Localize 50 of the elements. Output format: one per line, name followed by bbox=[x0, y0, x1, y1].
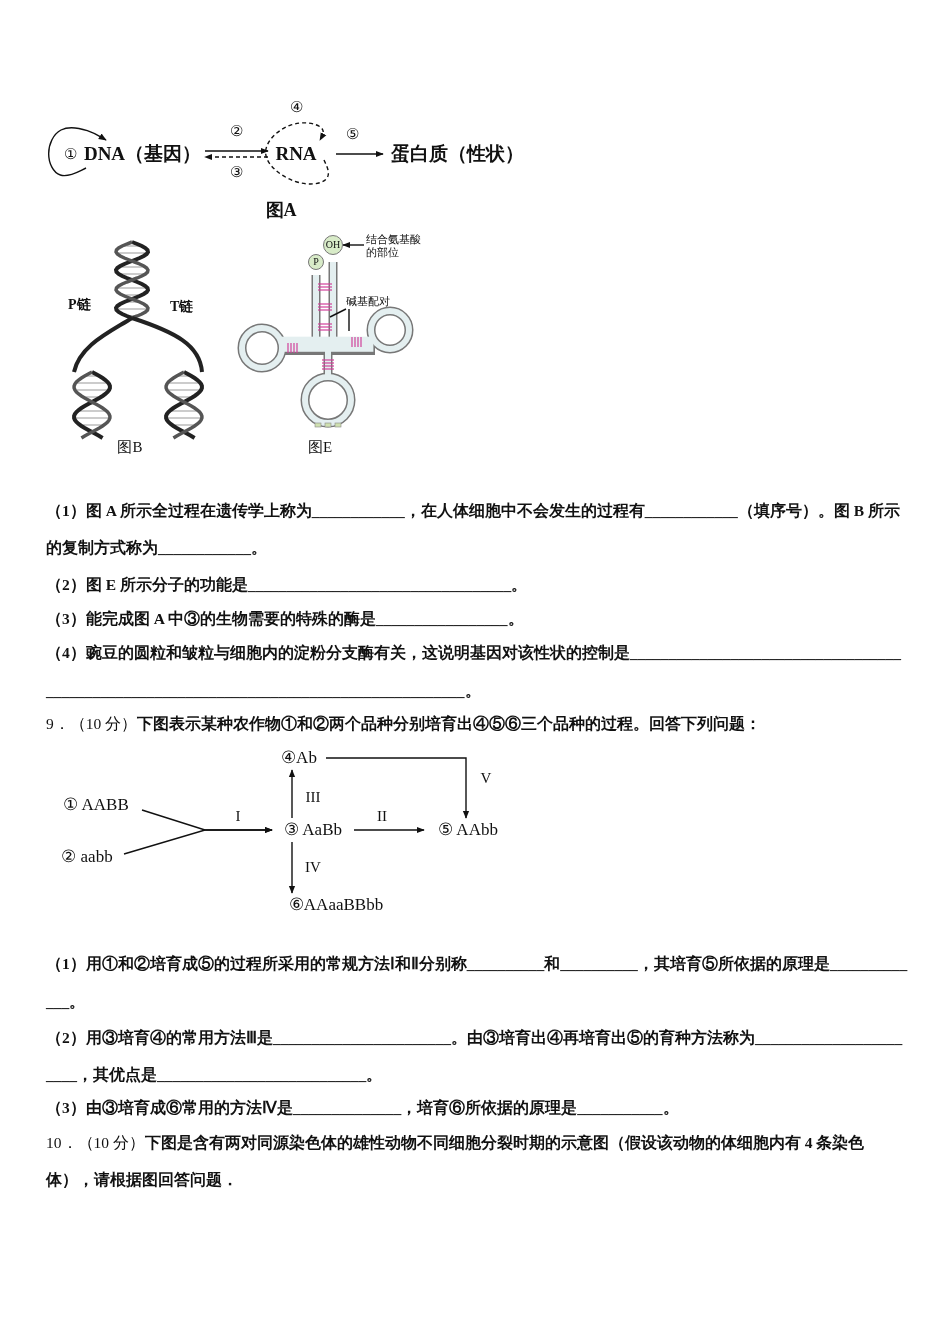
question-text: （2）图 E 所示分子的功能是__________________________________。 bbox=[46, 575, 529, 595]
molecule-label: 蛋白质（性状） bbox=[390, 143, 524, 165]
edge-label: III bbox=[304, 789, 322, 805]
genotype-label: ① AABB bbox=[63, 795, 129, 815]
figure-caption: 图B bbox=[116, 438, 144, 457]
arrow bbox=[325, 757, 470, 819]
leader-line bbox=[329, 308, 347, 318]
figure-caption: 图E bbox=[306, 438, 334, 457]
arrow bbox=[353, 826, 425, 834]
arrow bbox=[264, 122, 330, 185]
genotype-label: ⑤ AAbb bbox=[438, 820, 498, 840]
strand-label: T链 bbox=[170, 298, 195, 316]
leader-line bbox=[348, 308, 350, 332]
edge-label: II bbox=[376, 808, 388, 824]
question-text: 10．（10 分）下图是含有两对同源染色体的雄性动物不同细胞分裂时期的示意图（假设该动物的体细胞内有 4 条染色体），请根据图回答问题． bbox=[46, 1133, 866, 1190]
arrow bbox=[204, 147, 269, 155]
arrow bbox=[288, 841, 296, 894]
genotype-label: ③ AaBb bbox=[284, 820, 342, 840]
question-text: （2）用③培育④的常用方法Ⅲ是_______________________。由③培育出④再培育出⑤的育种方法称为_______________________，其优点是___________________________。 bbox=[46, 1028, 904, 1085]
edge-label: V bbox=[479, 770, 493, 786]
question-text: （3）能完成图 A 中③的生物需要的特殊的酶是_________________。 bbox=[46, 609, 525, 629]
molecule-label: DNA（基因） bbox=[83, 143, 202, 165]
figure-caption: 图A bbox=[264, 199, 298, 222]
genotype-label: ⑥AAaaBBbb bbox=[288, 895, 384, 915]
edge-label: ④ bbox=[288, 99, 304, 115]
edge-label: IV bbox=[304, 859, 322, 875]
question-text: （3）由③培育成⑥常用的方法Ⅳ是______________，培育⑥所依据的原理是___________。 bbox=[46, 1098, 680, 1118]
molecule-label: RNA bbox=[275, 143, 317, 165]
annotation-text: 碱基配对 bbox=[346, 295, 390, 308]
leader-arrow bbox=[342, 241, 365, 249]
strand-label: P链 bbox=[68, 296, 92, 314]
edge-label: ① bbox=[62, 146, 78, 162]
arrow bbox=[288, 769, 296, 819]
phosphate-circle: P bbox=[308, 254, 324, 270]
arrow bbox=[204, 153, 269, 161]
question-text: （1）用①和②培育成⑤的过程所采用的常规方法Ⅰ和Ⅱ分别称__________和__________，其培育⑤所依据的原理是_____________。 bbox=[46, 954, 908, 1012]
genotype-label: ② aabb bbox=[61, 847, 113, 867]
arrow bbox=[123, 826, 273, 855]
arrow bbox=[47, 127, 107, 177]
genotype-label: ④Ab bbox=[281, 748, 317, 768]
question-text: 9．（10 分）下图表示某种农作物①和②两个品种分别培育出④⑤⑥三个品种的过程。回答下列问题： bbox=[46, 714, 763, 734]
edge-label: ③ bbox=[228, 164, 244, 180]
arrow bbox=[335, 150, 384, 158]
edge-label: ② bbox=[228, 123, 244, 139]
annotation-text: 结合氨基酸的部位 bbox=[366, 233, 422, 259]
question-text: （4）豌豆的圆粒和皱粒与细胞内的淀粉分支酶有关，这说明基因对该性状的控制是_________________________________________________________________________________________。 bbox=[46, 643, 902, 701]
question-text: （1）图 A 所示全过程在遗传学上称为____________，在人体细胞中不会发生的过程有____________（填序号）。图 B 所示的复制方式称为____________。 bbox=[46, 501, 901, 558]
hydroxyl-circle: OH bbox=[323, 235, 343, 255]
edge-label: I bbox=[234, 808, 242, 824]
edge-label: ⑤ bbox=[344, 126, 360, 142]
